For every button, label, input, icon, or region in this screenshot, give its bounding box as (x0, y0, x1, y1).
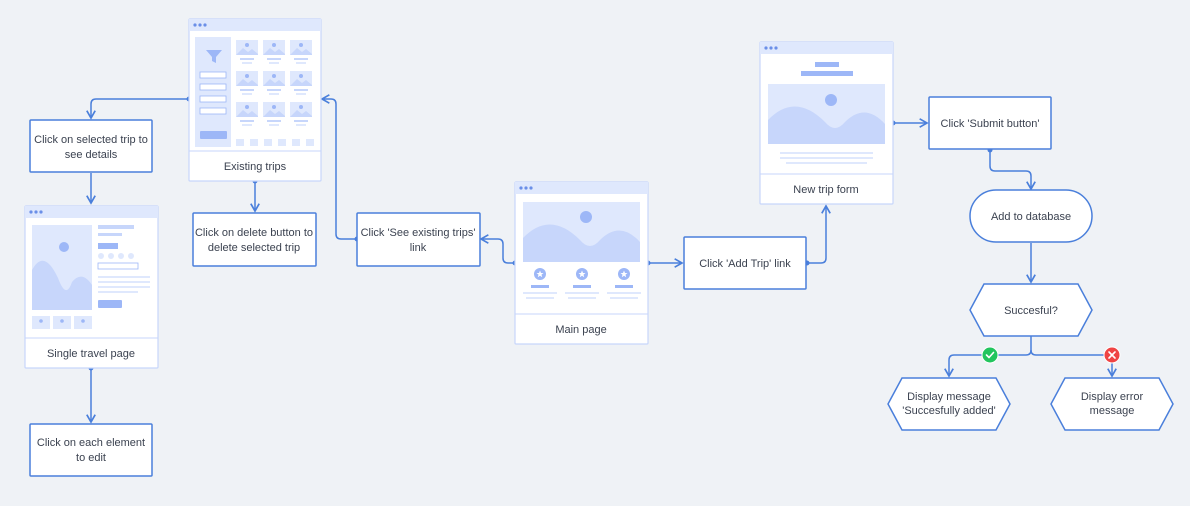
connector-decision-to-error (1030, 349, 1117, 378)
detail-rating-dots (98, 253, 134, 259)
step-click-submit[interactable]: Click 'Submit button' (928, 96, 1052, 150)
step-click-edit[interactable]: Click on each element to edit (29, 423, 153, 477)
page-title-existing-trips: Existing trips (224, 161, 287, 173)
window-dots-icon (29, 210, 43, 214)
step-click-add-trip[interactable]: Click 'Add Trip' link (683, 236, 807, 290)
output-label-line1: Display error (1081, 391, 1144, 403)
page-title-new-trip-form: New trip form (793, 184, 858, 196)
page-title-main: Main page (555, 324, 606, 336)
connector-see-to-existing (320, 94, 357, 240)
step-label: Click 'Add Trip' link (699, 258, 791, 270)
trip-card (236, 71, 258, 95)
trip-card (290, 102, 312, 126)
funnel-icon (206, 50, 222, 63)
thumbnail-icons (39, 319, 85, 323)
filter-selects (199, 71, 227, 115)
detail-button (98, 300, 122, 308)
form-landscape-image-icon (768, 84, 885, 144)
output-success-message[interactable]: Display message 'Succesfully added' (887, 377, 1011, 431)
step-label-line1: Click on selected trip to (34, 134, 148, 146)
page-existing-trips[interactable]: Existing trips (188, 18, 322, 182)
trip-card (290, 40, 312, 64)
step-label-line1: Click 'See existing trips' (361, 227, 476, 239)
trip-card (236, 102, 258, 126)
connector-existing-to-select (86, 98, 189, 120)
decision-successful[interactable]: Succesful? (969, 283, 1093, 337)
decision-label: Succesful? (1004, 305, 1058, 317)
hero-landscape-image-icon (523, 202, 640, 262)
feature-titles (531, 285, 633, 288)
feature-star-icons (534, 268, 630, 280)
output-label-line2: message (1090, 405, 1135, 417)
page-title-single-travel: Single travel page (47, 348, 135, 360)
step-label-line2: see details (65, 149, 118, 161)
step-see-existing-trips[interactable]: Click 'See existing trips' link (356, 212, 481, 267)
output-error-message[interactable]: Display error message (1050, 377, 1174, 431)
output-label-line2: 'Succesfully added' (902, 405, 995, 417)
check-icon (981, 346, 999, 364)
trip-card (236, 40, 258, 64)
terminal-label: Add to database (991, 211, 1071, 223)
step-label-line2: delete selected trip (208, 242, 300, 254)
window-dots-icon (764, 46, 778, 50)
step-label: Click 'Submit button' (941, 118, 1040, 130)
form-heading (815, 62, 839, 67)
step-label-line2: link (410, 242, 427, 254)
connector-submit-to-db (989, 150, 1036, 191)
trip-card (263, 71, 285, 95)
detail-text-lines (98, 276, 150, 293)
trip-card (263, 102, 285, 126)
detail-select (97, 262, 139, 270)
x-icon (1103, 346, 1121, 364)
step-label-line1: Click on each element (37, 437, 145, 449)
feature-lines (523, 292, 641, 299)
landscape-image-icon (32, 225, 92, 310)
step-click-selected-trip[interactable]: Click on selected trip to see details (29, 119, 153, 173)
page-main[interactable]: Main page (514, 181, 649, 345)
filter-apply-button (200, 131, 227, 139)
window-dots-icon (519, 186, 533, 190)
step-label-line1: Click on delete button to (195, 227, 313, 239)
window-dots-icon (193, 23, 207, 27)
trip-card (263, 40, 285, 64)
form-lines (780, 152, 873, 164)
page-new-trip-form[interactable]: New trip form (759, 41, 894, 205)
page-single-travel[interactable]: Single travel page (24, 205, 159, 369)
terminal-add-to-database[interactable]: Add to database (969, 189, 1093, 243)
pagination (236, 139, 314, 146)
detail-lines (98, 225, 134, 249)
form-subheading (801, 71, 853, 76)
trip-card (290, 71, 312, 95)
step-label-line2: to edit (76, 452, 106, 464)
output-label-line1: Display message (907, 391, 991, 403)
step-click-delete[interactable]: Click on delete button to delete selecte… (192, 212, 317, 267)
connector-main-to-see (479, 234, 515, 264)
connector-add-to-form (807, 204, 831, 264)
trip-grid (236, 40, 312, 126)
